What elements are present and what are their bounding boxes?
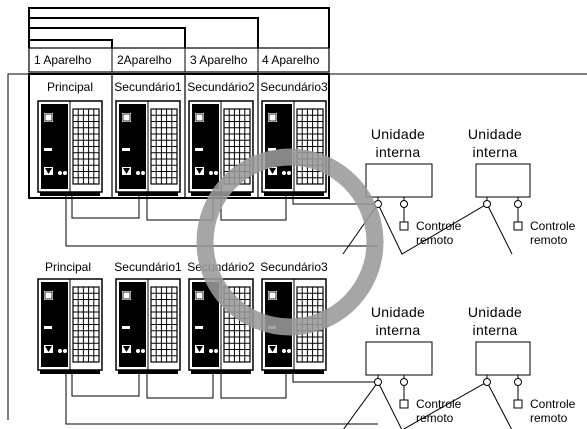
row1-label-principal: Principal bbox=[47, 80, 93, 94]
device-header-4: 4 Aparelho bbox=[262, 53, 320, 67]
remote-2-line2: remoto bbox=[530, 233, 568, 247]
indoor-unit-1-line1: Unidade bbox=[371, 126, 425, 142]
indoor-unit-2-line1: Unidade bbox=[468, 126, 522, 142]
indoor-unit-4-line1: Unidade bbox=[468, 304, 522, 320]
row1-unit-principal bbox=[37, 100, 103, 196]
device-headers: 1 Aparelho 2Aparelho 3 Aparelho 4 Aparel… bbox=[28, 47, 330, 73]
indoor-unit-1: Unidade interna bbox=[365, 126, 433, 208]
device-header-3: 3 Aparelho bbox=[190, 53, 248, 67]
device-header-2: 2Aparelho bbox=[117, 53, 172, 67]
row1-unit-secundario2 bbox=[188, 100, 254, 196]
indoor-unit-3-line1: Unidade bbox=[371, 304, 425, 320]
indoor-unit-4: Unidade interna bbox=[468, 304, 531, 386]
row2-labels: Principal Secundário1 Secundário2 Secund… bbox=[45, 260, 328, 274]
indoor-unit-2: Unidade interna bbox=[468, 126, 531, 208]
remote-4-line1: Controle bbox=[530, 397, 576, 411]
row1-unit-secundario1 bbox=[115, 100, 181, 196]
remote-1-line2: remoto bbox=[416, 233, 454, 247]
row1-outdoor-units bbox=[37, 100, 327, 196]
indoor-unit-2-line2: interna bbox=[473, 144, 518, 160]
row2-unit-principal bbox=[37, 278, 103, 374]
row2-label-principal: Principal bbox=[45, 260, 91, 274]
page-frame bbox=[7, 73, 587, 420]
device-header-1: 1 Aparelho bbox=[34, 53, 92, 67]
row1-group-frame bbox=[28, 73, 330, 199]
remote-control-3: Controle remoto bbox=[399, 397, 462, 425]
indoor-unit-3: Unidade interna bbox=[365, 304, 433, 386]
remote-control-1: Controle remoto bbox=[399, 219, 462, 247]
row1-labels: Principal Secundário1 Secundário2 Secund… bbox=[47, 80, 328, 94]
row2-wiring bbox=[65, 374, 519, 429]
remote-4-line2: remoto bbox=[530, 411, 568, 425]
top-wiring-frames bbox=[28, 7, 330, 48]
row1-label-secundario3: Secundário3 bbox=[260, 80, 328, 94]
overlay-ring bbox=[196, 148, 384, 336]
row1-label-secundario1: Secundário1 bbox=[114, 80, 182, 94]
remote-3-line1: Controle bbox=[416, 397, 462, 411]
row1-unit-secundario3 bbox=[261, 100, 327, 196]
row2-label-secundario1: Secundário1 bbox=[114, 260, 182, 274]
remote-1-line1: Controle bbox=[416, 219, 462, 233]
remote-control-4: Controle remoto bbox=[513, 397, 576, 425]
row2-outdoor-units bbox=[37, 278, 327, 374]
indoor-unit-1-line2: interna bbox=[376, 144, 421, 160]
row1-label-secundario2: Secundário2 bbox=[187, 80, 255, 94]
row2-label-secundario2: Secundário2 bbox=[187, 260, 255, 274]
row2-label-secundario3: Secundário3 bbox=[260, 260, 328, 274]
remote-control-2: Controle remoto bbox=[513, 219, 576, 247]
remote-3-line2: remoto bbox=[416, 411, 454, 425]
indoor-unit-4-line2: interna bbox=[473, 322, 518, 338]
row2-unit-secundario1 bbox=[115, 278, 181, 374]
remote-2-line1: Controle bbox=[530, 219, 576, 233]
indoor-unit-3-line2: interna bbox=[376, 322, 421, 338]
